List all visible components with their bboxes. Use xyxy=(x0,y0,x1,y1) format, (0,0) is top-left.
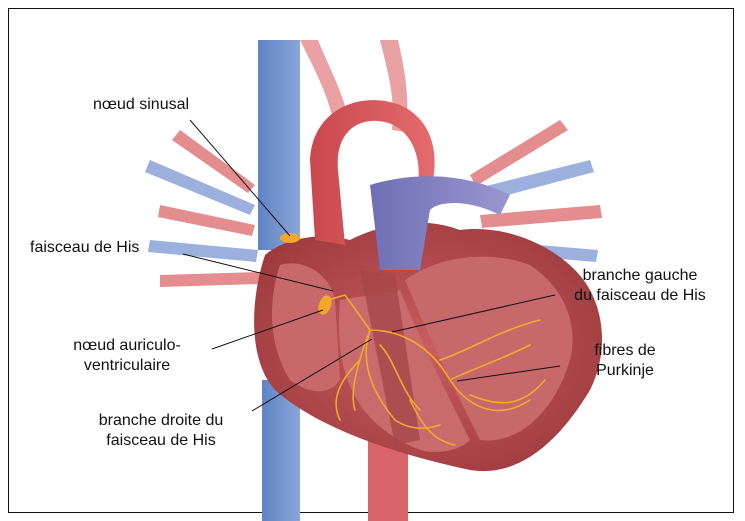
label-purkinje-line1: fibres de xyxy=(570,341,680,361)
label-purkinje: fibres de Purkinje xyxy=(570,341,680,381)
label-right-branch-line1: branche droite du xyxy=(68,411,254,431)
label-left-branch: branche gauche du faisceau de His xyxy=(555,266,725,306)
label-left-branch-line2: du faisceau de His xyxy=(555,286,725,306)
label-bundle-of-his: faisceau de His xyxy=(30,238,139,258)
sinus-node xyxy=(280,233,300,243)
label-left-branch-line1: branche gauche xyxy=(555,266,725,286)
label-av-node-line2: ventriculaire xyxy=(42,356,212,376)
label-right-branch-line2: faisceau de His xyxy=(68,431,254,451)
left-pulmonary-vessels xyxy=(145,130,260,287)
label-av-node: nœud auriculo- ventriculaire xyxy=(42,336,212,376)
label-purkinje-line2: Purkinje xyxy=(570,361,680,381)
superior-vena-cava xyxy=(258,40,300,250)
label-sinus-node: nœud sinusal xyxy=(93,95,189,115)
label-av-node-line1: nœud auriculo- xyxy=(42,336,212,356)
label-right-branch: branche droite du faisceau de His xyxy=(68,411,254,451)
